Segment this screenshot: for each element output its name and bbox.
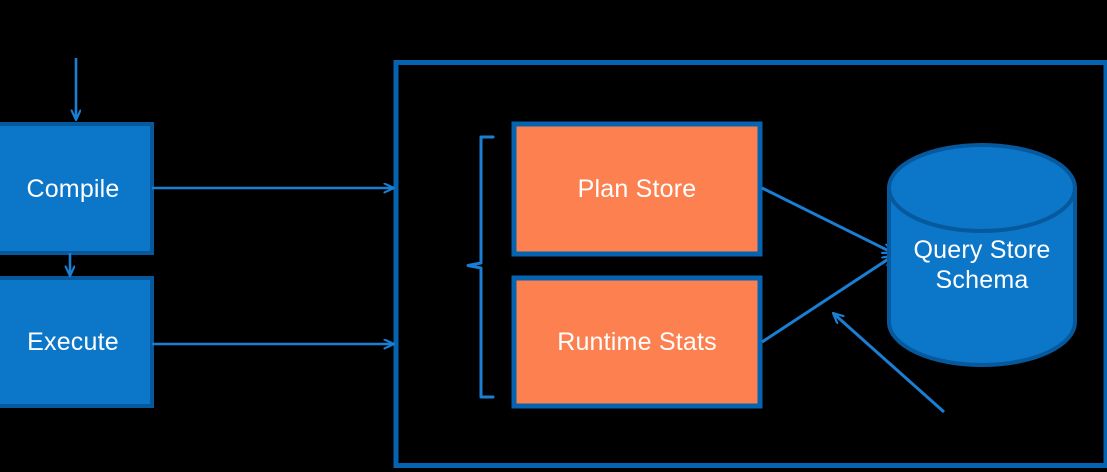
plan-store-box[interactable] xyxy=(511,121,763,257)
query-store-container xyxy=(393,60,1107,468)
runtime-stats-to-schema-arrow xyxy=(761,254,893,344)
plan-store-to-schema-arrow xyxy=(761,186,893,255)
grouping-bracket xyxy=(466,135,495,399)
compile-box[interactable] xyxy=(0,122,154,255)
runtime-stats-box[interactable] xyxy=(511,275,763,409)
external-to-schema-arrow xyxy=(833,311,945,414)
query-store-schema-cylinder[interactable] xyxy=(887,143,1077,367)
execute-box[interactable] xyxy=(0,276,154,408)
